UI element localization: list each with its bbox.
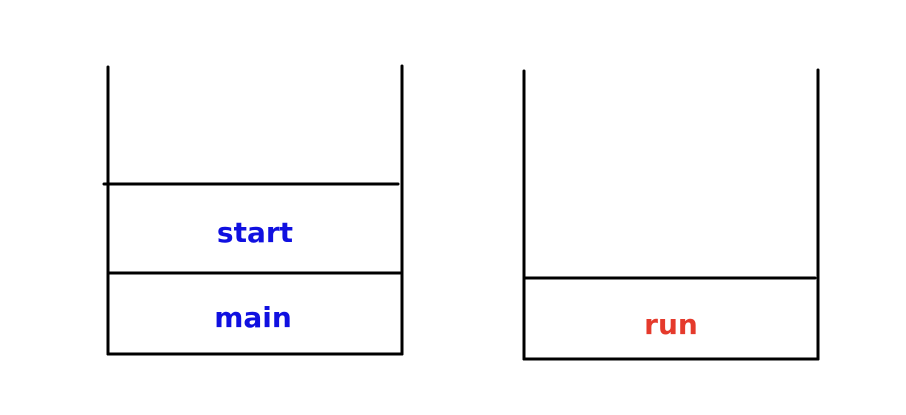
stack-right (522, 68, 820, 361)
frame-label-start: start (217, 216, 293, 249)
frame-label-run: run (644, 308, 698, 341)
frame-label-main: main (214, 301, 292, 334)
stack-left (102, 64, 404, 356)
